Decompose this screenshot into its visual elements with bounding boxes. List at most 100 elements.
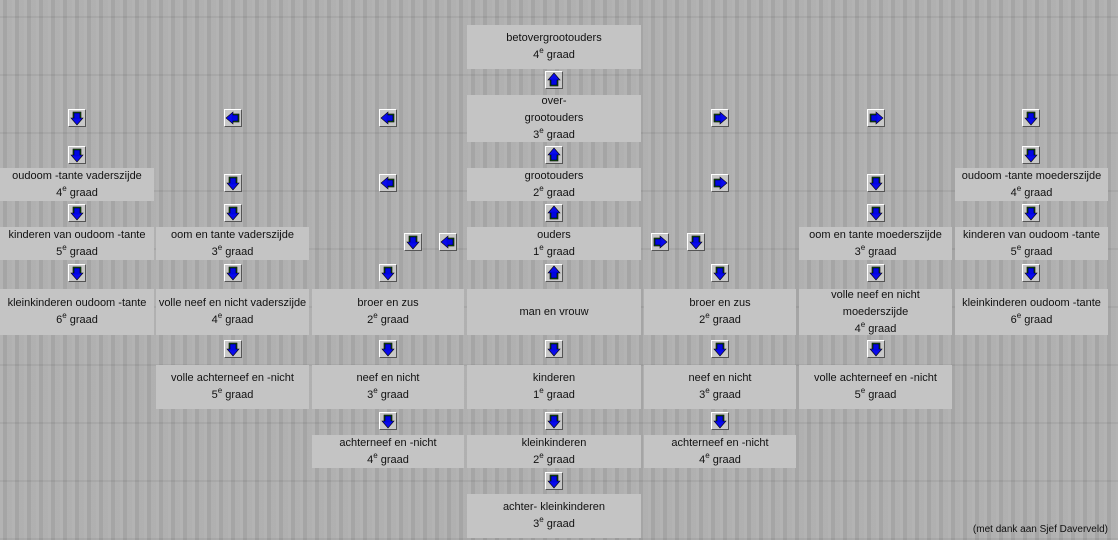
arrow-left-button[interactable]: [379, 174, 397, 192]
arrow-right-button[interactable]: [867, 109, 885, 127]
arrow-down-button[interactable]: [711, 412, 729, 430]
arrow-down-button[interactable]: [379, 340, 397, 358]
arrow-down-icon: [70, 111, 84, 126]
arrow-down-button[interactable]: [224, 204, 242, 222]
arrow-down-button[interactable]: [68, 146, 86, 164]
degree-label: 3e graad: [211, 242, 254, 258]
relation-label: kinderen: [532, 372, 576, 384]
relation-label: neef en nicht: [356, 372, 420, 384]
arrow-down-button[interactable]: [687, 233, 705, 251]
arrow-left-icon: [440, 235, 455, 249]
arrow-up-icon: [547, 265, 561, 280]
relation-label: oudoom -tante vaderszijde: [12, 169, 142, 182]
arrow-down-button[interactable]: [379, 412, 397, 430]
relation-label: kleinkinderen oudoom -tante: [962, 297, 1101, 309]
arrow-down-button[interactable]: [1022, 146, 1040, 164]
degree-label: 3e graad: [533, 515, 575, 531]
arrow-down-button[interactable]: [711, 264, 729, 282]
relation-label: volle neef en nicht vaderszijde: [158, 297, 307, 309]
arrow-down-button[interactable]: [68, 264, 86, 282]
relation-label: kleinkinderen: [521, 436, 587, 449]
relation-label: oudoom -tante moederszijde: [961, 169, 1102, 182]
arrow-up-button[interactable]: [545, 264, 563, 282]
arrow-down-icon: [689, 235, 703, 250]
arrow-down-button[interactable]: [224, 340, 242, 358]
arrow-down-button[interactable]: [1022, 204, 1040, 222]
arrow-down-button[interactable]: [545, 472, 563, 490]
arrow-down-button[interactable]: [545, 412, 563, 430]
relation-label: betovergrootouders: [506, 32, 602, 44]
arrow-down-button[interactable]: [545, 340, 563, 358]
arrow-down-button[interactable]: [68, 109, 86, 127]
arrow-down-button[interactable]: [711, 340, 729, 358]
arrow-down-button[interactable]: [867, 174, 885, 192]
arrow-right-button[interactable]: [651, 233, 669, 251]
arrow-down-button[interactable]: [867, 264, 885, 282]
relation-label: achterneef en -nicht: [339, 436, 437, 449]
degree-label: 5e graad: [56, 242, 98, 258]
arrow-down-icon: [381, 342, 395, 357]
arrow-down-icon: [226, 342, 240, 357]
arrow-down-icon: [70, 206, 84, 221]
relation-label: achter- kleinkinderen: [502, 501, 606, 513]
arrow-down-button[interactable]: [379, 264, 397, 282]
arrow-down-icon: [869, 176, 883, 191]
arrow-down-button[interactable]: [224, 264, 242, 282]
degree-label: 5e graad: [1010, 242, 1053, 258]
degree-label: 4e graad: [211, 311, 254, 327]
degree-label: 4e graad: [1010, 183, 1053, 199]
arrow-down-button[interactable]: [1022, 264, 1040, 282]
arrow-down-button[interactable]: [224, 174, 242, 192]
arrow-up-icon: [547, 205, 561, 220]
arrow-up-button[interactable]: [545, 204, 563, 222]
arrow-down-icon: [1024, 266, 1038, 281]
arrow-down-icon: [1024, 148, 1038, 163]
arrow-up-button[interactable]: [545, 146, 563, 164]
arrow-left-icon: [225, 111, 240, 125]
relation-label-2: grootouders: [524, 112, 584, 124]
credit-text: (met dank aan Sjef Daverveld): [972, 524, 1108, 535]
arrow-right-icon: [713, 111, 728, 125]
relation-box-broer-r: broer en zus 2e graad: [644, 289, 796, 335]
arrow-down-icon: [1024, 206, 1038, 221]
arrow-right-button[interactable]: [711, 109, 729, 127]
degree-label: 3e graad: [367, 386, 409, 402]
relation-label: broer en zus: [689, 297, 751, 309]
relation-label: broer en zus: [357, 297, 419, 309]
degree-label: 2e graad: [699, 311, 741, 327]
arrow-right-icon: [653, 235, 668, 249]
arrow-left-button[interactable]: [439, 233, 457, 251]
arrow-up-icon: [547, 72, 561, 87]
arrow-down-icon: [869, 342, 883, 357]
arrow-down-button[interactable]: [867, 204, 885, 222]
arrow-down-button[interactable]: [1022, 109, 1040, 127]
degree-label: 3e graad: [699, 386, 741, 402]
degree-label: 2e graad: [533, 450, 575, 466]
arrow-right-button[interactable]: [711, 174, 729, 192]
arrow-up-button[interactable]: [545, 71, 563, 89]
relation-label: ouders: [537, 228, 571, 241]
degree-label: 1e graad: [533, 386, 575, 402]
arrow-down-button[interactable]: [867, 340, 885, 358]
arrow-down-button[interactable]: [68, 204, 86, 222]
arrow-down-icon: [547, 474, 561, 489]
arrow-down-icon: [713, 266, 727, 281]
arrow-left-button[interactable]: [379, 109, 397, 127]
relation-label: oom en tante moederszijde: [809, 228, 942, 241]
degree-label: 4e graad: [699, 450, 741, 466]
arrow-down-button[interactable]: [404, 233, 422, 251]
degree-label: 4e graad: [854, 319, 897, 335]
degree-label: 3e graad: [533, 126, 575, 142]
arrow-down-icon: [547, 414, 561, 429]
arrow-left-button[interactable]: [224, 109, 242, 127]
